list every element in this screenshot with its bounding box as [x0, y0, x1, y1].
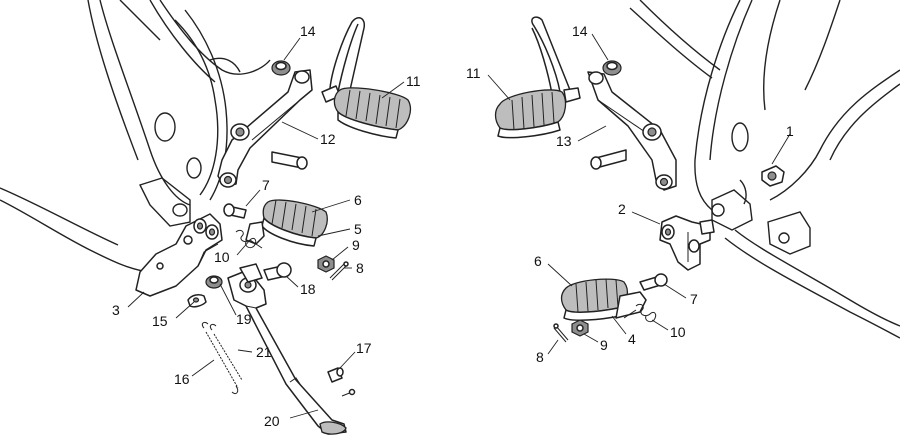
left-cotter-pin-8 — [329, 261, 349, 281]
callout-14-right: 14 — [572, 23, 588, 39]
side-stand — [227, 263, 347, 435]
right-nut-9 — [571, 319, 589, 337]
stand-spring-21 — [209, 323, 243, 381]
callout-12: 12 — [320, 131, 336, 147]
callout-3: 3 — [112, 302, 120, 318]
left-footrest-holder — [135, 213, 223, 297]
callout-19: 19 — [236, 311, 252, 327]
callout-4: 4 — [628, 331, 636, 347]
callout-16: 16 — [174, 371, 190, 387]
callout-8-left: 8 — [356, 260, 364, 276]
right-cotter-pin-8 — [553, 323, 569, 343]
right-passenger-footpeg — [560, 278, 647, 321]
right-bracket-bolt — [590, 149, 627, 170]
left-footrest-bracket — [217, 69, 313, 188]
callout-10-right: 10 — [670, 324, 686, 340]
left-rider-footpeg — [321, 17, 412, 139]
callout-10-left: 10 — [214, 249, 230, 265]
left-frame — [0, 0, 271, 273]
right-frame-mount — [761, 165, 785, 187]
callout-20: 20 — [264, 413, 280, 429]
callout-9-right: 9 — [600, 337, 608, 353]
callout-18: 18 — [300, 281, 316, 297]
callout-5: 5 — [354, 221, 362, 237]
bushing-19 — [205, 275, 223, 289]
right-footrest-holder — [659, 215, 715, 271]
callout-17: 17 — [356, 340, 372, 356]
callout-14-left: 14 — [300, 23, 316, 39]
callout-11-left: 11 — [406, 73, 421, 89]
leader-lines — [127, 33, 791, 419]
left-pin-7 — [223, 203, 247, 219]
callout-8-right: 8 — [536, 349, 544, 365]
right-pin-7 — [639, 273, 668, 291]
stand-pivot-bolt-18 — [263, 262, 292, 281]
callout-13: 13 — [556, 133, 572, 149]
left-bracket-bolt — [271, 151, 308, 170]
callout-7-left: 7 — [262, 177, 270, 193]
stand-pin — [341, 388, 356, 397]
callout-15: 15 — [152, 313, 168, 329]
callout-1: 1 — [786, 123, 794, 139]
stand-spring-16 — [201, 321, 239, 395]
left-passenger-footpeg — [245, 199, 328, 247]
right-frame — [629, 0, 900, 339]
callout-9-left: 9 — [352, 237, 360, 253]
right-rider-footpeg — [494, 16, 581, 139]
callout-labels: 14 11 12 7 6 5 9 10 8 3 18 15 19 21 16 1… — [112, 23, 794, 429]
right-washer-14 — [602, 60, 622, 76]
callout-21: 21 — [256, 344, 272, 360]
right-footrest-bracket — [587, 71, 677, 191]
callout-11-right: 11 — [466, 65, 481, 81]
callout-6-right: 6 — [534, 253, 542, 269]
stand-bumper-17 — [327, 367, 344, 383]
callout-7-right: 7 — [690, 291, 698, 307]
left-nut-9 — [317, 255, 335, 273]
left-washer-14 — [271, 60, 291, 76]
callout-2: 2 — [618, 201, 626, 217]
right-spring-10 — [623, 303, 657, 323]
callout-6-left: 6 — [354, 192, 362, 208]
